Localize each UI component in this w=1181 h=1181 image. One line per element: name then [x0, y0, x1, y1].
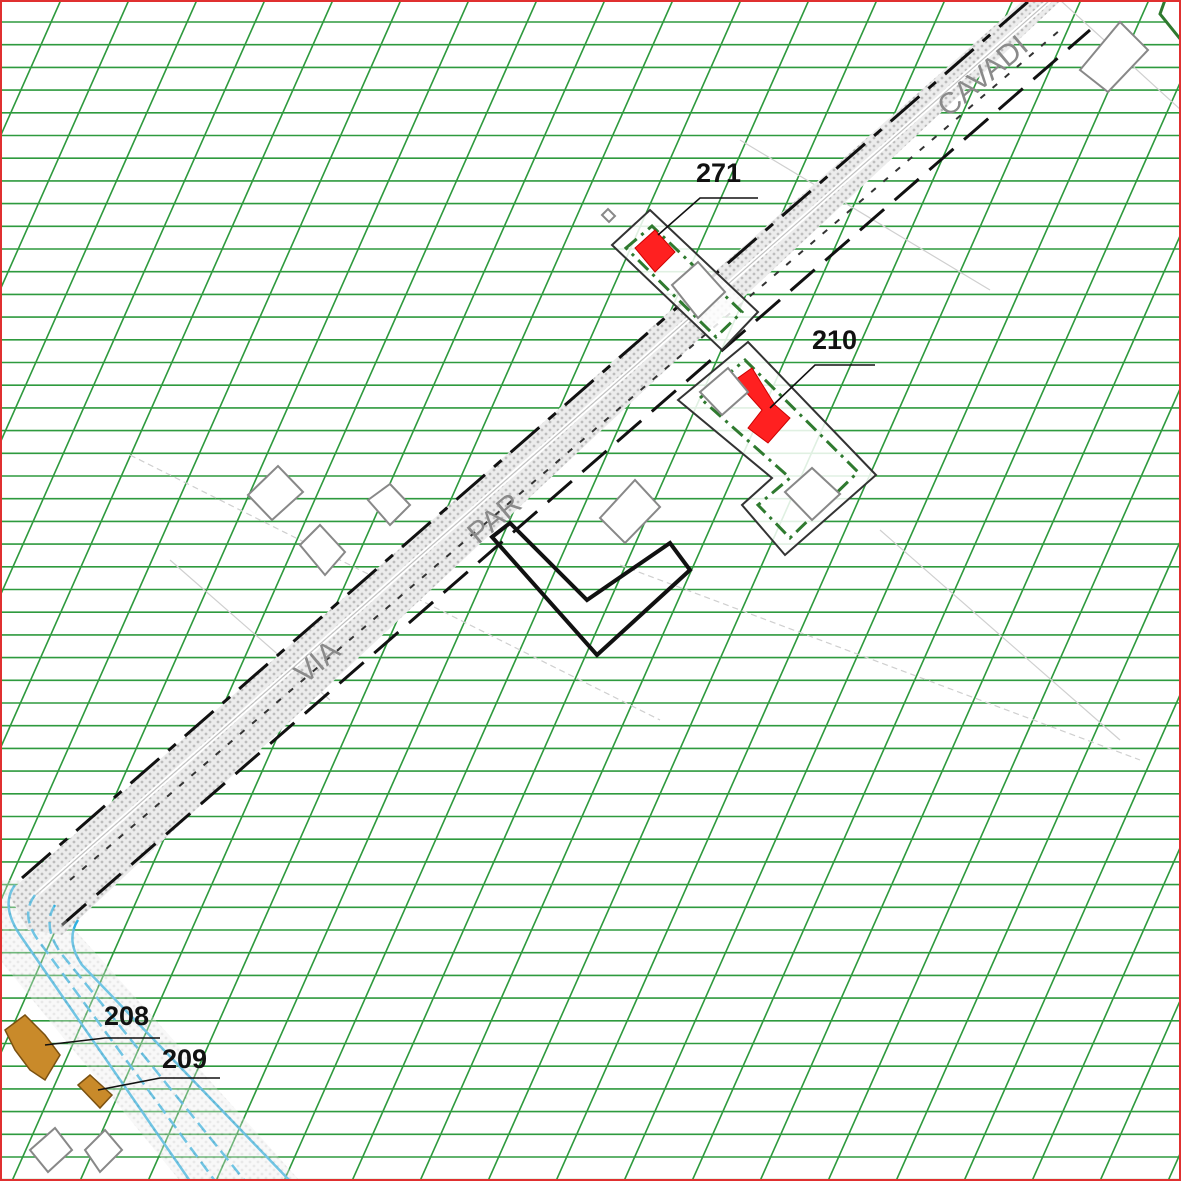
hatch-line-diagonal — [895, 537, 1181, 1181]
hatch-line-diagonal — [487, 0, 1014, 1181]
parcel-271-area — [610, 208, 760, 352]
water-bank-fill — [0, 880, 300, 1181]
hatch-line-diagonal — [0, 0, 334, 751]
brown-buildings — [4, 1014, 114, 1110]
parcel-271-building — [634, 229, 676, 273]
parcel-label-271: 271 — [696, 158, 741, 188]
hatch-line-diagonal — [351, 0, 878, 1181]
road-edge-lower — [61, 28, 1091, 927]
parcel-label-209: 209 — [162, 1044, 207, 1074]
hatch-line-diagonal — [215, 0, 742, 1181]
hatch-line-diagonal — [1031, 843, 1181, 1181]
hatch-line-diagonal — [759, 231, 1181, 1181]
hatch-line-diagonal — [0, 0, 402, 904]
label-leader-lines — [44, 197, 875, 1091]
parcel-209-building — [76, 1074, 114, 1110]
corner-parcel-top-right — [1158, 0, 1181, 43]
hatch-line-diagonal — [827, 384, 1181, 1181]
hatch-line-diagonal — [419, 0, 946, 1181]
hatch-line-diagonal — [0, 0, 130, 292]
parcel-210-building — [734, 367, 791, 444]
hatch-line-diagonal — [691, 78, 1181, 1181]
l-shaped-outline — [489, 520, 693, 658]
road-edge-upper — [21, 0, 1031, 880]
hatch-line-diagonal — [0, 0, 266, 598]
hatch-line-diagonal — [555, 0, 1082, 1181]
hatch-line-diagonal — [283, 0, 810, 1181]
hatch-horizontal-lines — [0, 21, 1181, 1181]
road-fill — [8, 0, 1062, 935]
parcel-label-208: 208 — [104, 1001, 149, 1031]
hatch-line-diagonal — [79, 0, 606, 1181]
hatch-line-diagonal — [0, 0, 198, 445]
road-via-cavadi — [8, 0, 1091, 935]
hatch-line-diagonal — [623, 0, 1150, 1181]
hatch-line-diagonal — [963, 690, 1181, 1181]
parcel-210-area — [676, 340, 878, 557]
parcel-label-210: 210 — [812, 325, 857, 355]
parcel-208-building — [4, 1014, 61, 1082]
